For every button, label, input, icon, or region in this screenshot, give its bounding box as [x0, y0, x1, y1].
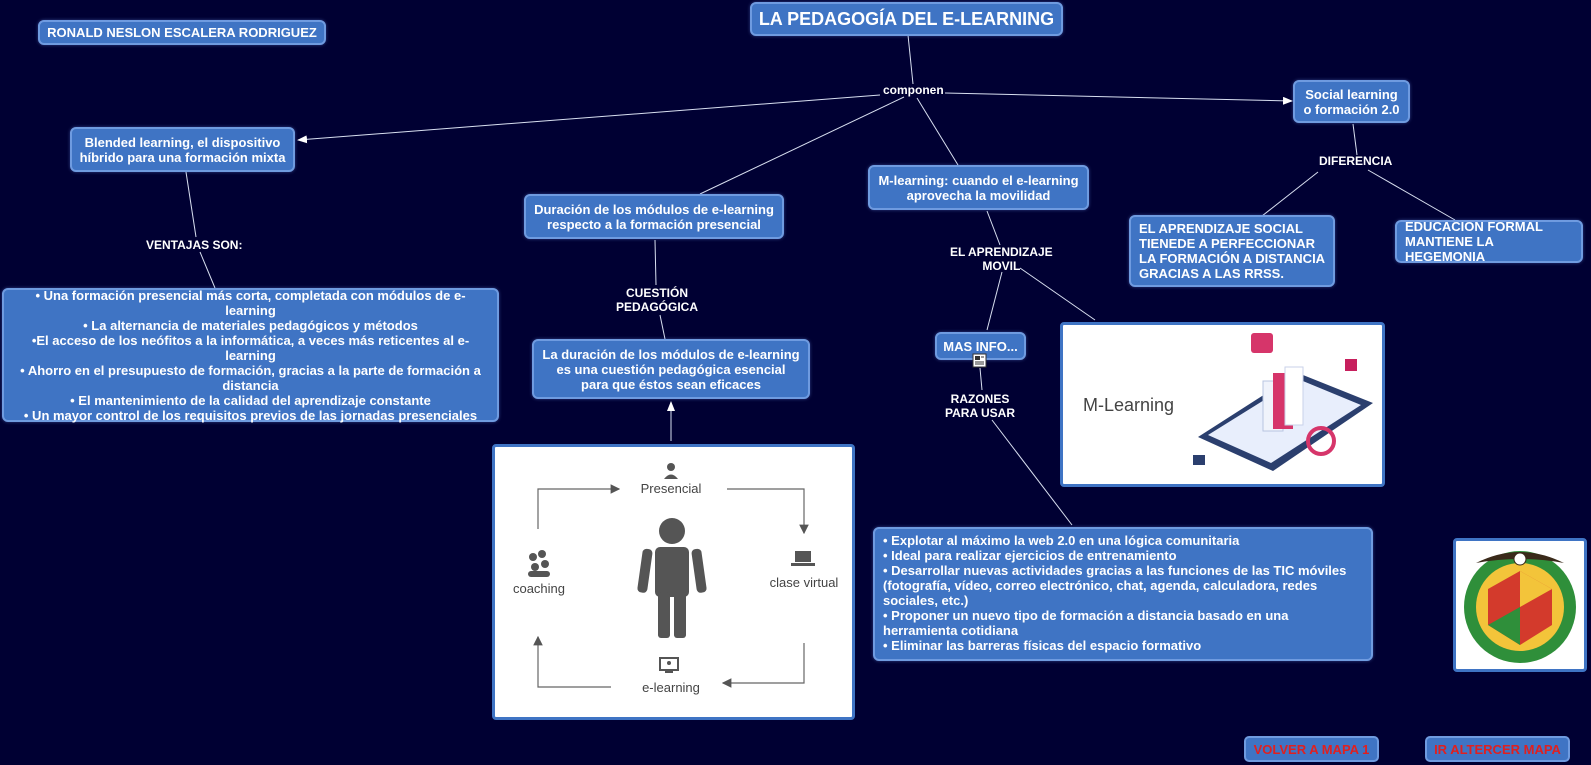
- group-icon: [528, 550, 550, 577]
- link-componen-duracion: [699, 96, 905, 195]
- node-duracion-detalle: La duración de los módulos de e-learning…: [532, 339, 810, 399]
- link-componen-mlearning: [916, 97, 959, 166]
- razon-item: • Desarrollar nuevas actividades gracias…: [883, 563, 1347, 608]
- razon-item: • Proponer un nuevo tipo de formación a …: [883, 608, 1289, 638]
- razon-item: • Explotar al máximo la web 2.0 en una l…: [883, 533, 1240, 548]
- go-to-third-map-button[interactable]: IR ALTERCER MAPA: [1425, 736, 1570, 762]
- m-learning-caption: M-Learning: [1083, 395, 1174, 415]
- node-educacion-formal: EDUCACION FORMAL MANTIENE LA HEGEMONIA: [1395, 219, 1583, 264]
- ventaja-item: • La alternancia de materiales pedagógic…: [83, 317, 418, 333]
- link-label-componen: componen: [883, 83, 944, 97]
- ventaja-item: •El acceso de los neófitos a la informát…: [31, 332, 470, 363]
- node-m-learning: M-learning: cuando el e-learning aprovec…: [868, 165, 1089, 210]
- link-diferencia-aprendizaje: [1261, 171, 1319, 217]
- monitor-icon: [659, 657, 679, 673]
- node-razones-list: • Explotar al máximo la web 2.0 en una l…: [873, 527, 1373, 661]
- author-name: RONALD NESLON ESCALERA RODRIGUEZ: [38, 20, 326, 45]
- razon-item: • Eliminar las barreras físicas del espa…: [883, 638, 1202, 653]
- link-componen-social: [944, 92, 1293, 105]
- ventajas-list: • Una formación presencial más corta, co…: [14, 288, 487, 423]
- cycle-label-presencial: Presencial: [641, 481, 702, 496]
- link-razones-list: [991, 419, 1073, 526]
- razon-item: • Ideal para realizar ejercicios de entr…: [883, 548, 1177, 563]
- link-blended-ventajas: [185, 171, 197, 238]
- m-learning-illustration: M-Learning: [1083, 333, 1373, 471]
- link-cuestion-detalle: [659, 314, 666, 340]
- node-aprendizaje-social: EL APRENDIZAJE SOCIAL TIENEDE A PERFECCI…: [1129, 215, 1335, 287]
- link-label-ventajas: VENTAJAS SON:: [146, 238, 243, 252]
- ventaja-item: • El mantenimiento de la calidad del apr…: [70, 392, 431, 408]
- university-seal-image: [1453, 538, 1587, 672]
- node-educacion-formal-text: EDUCACION FORMAL MANTIENE LA HEGEMONIA: [1405, 219, 1543, 264]
- link-title-componen: [907, 34, 914, 85]
- cycle-label-clase-virtual: clase virtual: [770, 575, 839, 590]
- link-aprendizaje-image: [1019, 267, 1096, 321]
- node-duracion-modulos: Duración de los módulos de e-learning re…: [524, 194, 784, 239]
- link-aprendizaje-masinfo: [986, 271, 1003, 331]
- link-label-diferencia: DIFERENCIA: [1319, 154, 1393, 168]
- link-diferencia-educacion: [1367, 169, 1456, 221]
- back-to-map-1-button[interactable]: VOLVER A MAPA 1: [1244, 736, 1379, 762]
- link-social-diferencia: [1352, 123, 1358, 156]
- ventaja-item: • Ahorro en el presupuesto de formación,…: [20, 362, 481, 393]
- person-icon: [664, 463, 678, 479]
- link-label-cuestion: CUESTIÓN PEDAGÓGICA: [616, 286, 699, 314]
- blended-cycle-image: Presencial clase virtual e-learning coac…: [492, 444, 855, 720]
- blended-cycle-diagram: Presencial clase virtual e-learning coac…: [513, 463, 839, 695]
- smartphone-icon: [1193, 333, 1373, 471]
- node-aprendizaje-social-text: EL APRENDIZAJE SOCIAL TIENEDE A PERFECCI…: [1139, 221, 1326, 281]
- university-seal: [1464, 551, 1576, 663]
- link-duracion-cuestion: [654, 239, 657, 286]
- cycle-label-coaching: coaching: [513, 581, 565, 596]
- cycle-label-e-learning: e-learning: [642, 680, 700, 695]
- link-masinfo-razones: [979, 367, 983, 391]
- node-social-learning: Social learning o formación 2.0: [1293, 80, 1410, 123]
- person-figure: [637, 518, 707, 638]
- document-icon[interactable]: [972, 353, 987, 368]
- link-ventajas-list: [199, 251, 216, 289]
- laptop-icon: [791, 551, 815, 566]
- m-learning-image: M-Learning: [1060, 322, 1385, 487]
- map-title: LA PEDAGOGÍA DEL E-LEARNING: [750, 2, 1063, 36]
- link-componen-blended: [297, 94, 881, 144]
- ventaja-item: • Un mayor control de los requisitos pre…: [23, 407, 478, 423]
- link-mlearning-aprendizaje: [986, 210, 1001, 246]
- razones-list: • Explotar al máximo la web 2.0 en una l…: [883, 533, 1363, 653]
- link-label-razones: RAZONES PARA USAR: [945, 392, 1016, 420]
- node-blended-learning: Blended learning, el dispositivo híbrido…: [70, 127, 295, 172]
- ventaja-item: • Una formación presencial más corta, co…: [35, 287, 466, 318]
- node-ventajas-list: • Una formación presencial más corta, co…: [2, 288, 499, 423]
- link-label-aprendizaje-movil: EL APRENDIZAJE MOVIL: [950, 245, 1053, 273]
